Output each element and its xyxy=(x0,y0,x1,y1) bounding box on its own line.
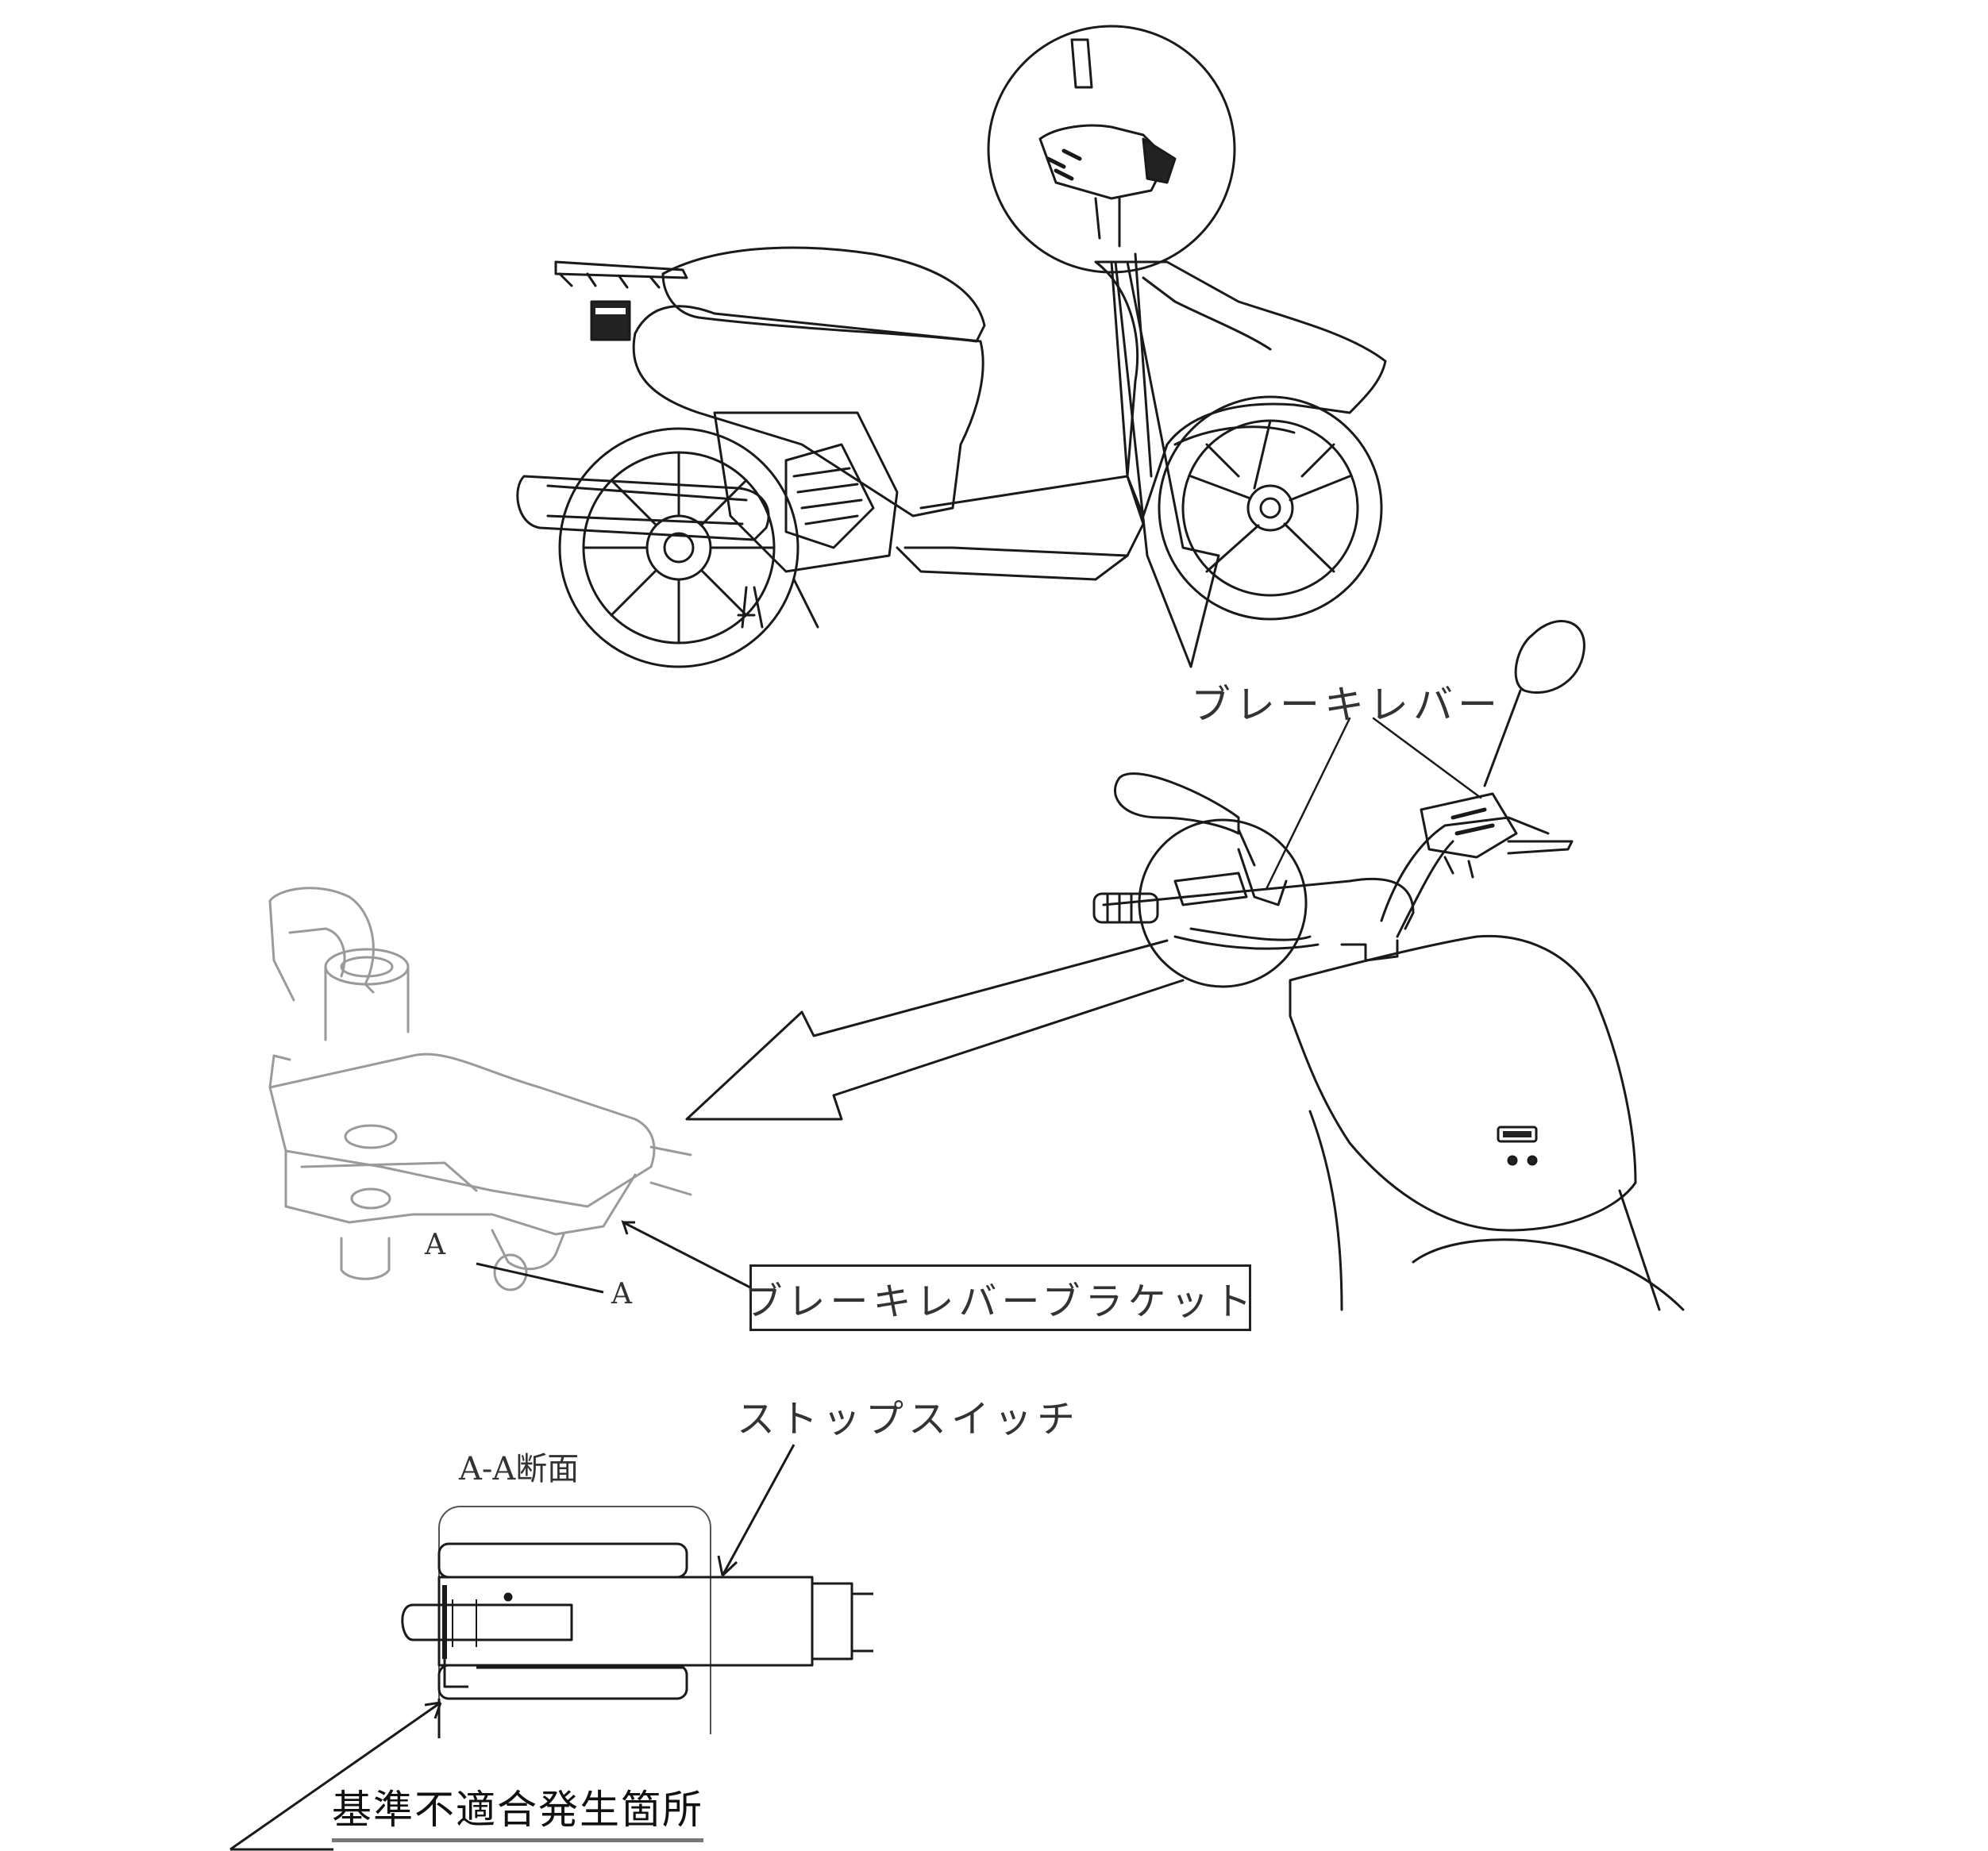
bracket-leader-line xyxy=(621,1219,751,1289)
section-a-a-title: A-A断面 xyxy=(459,1451,580,1487)
section-mark-a-left: A xyxy=(425,1229,445,1261)
bracket-illustration xyxy=(268,887,692,1291)
scooter-illustration xyxy=(516,25,1387,668)
handlebar-illustration xyxy=(685,620,1685,1311)
brake-lever-label: ブレーキレバー xyxy=(1191,682,1502,728)
defect-leader-line xyxy=(229,1701,442,1851)
brake-lever-bracket-label: ブレーキレバーブラケット xyxy=(744,1264,1252,1331)
stop-switch-leader-line xyxy=(717,1444,796,1577)
section-view xyxy=(401,1506,873,1738)
defect-location-label: 基準不適合発生箇所 xyxy=(332,1778,703,1842)
stop-switch-label: ストップスイッチ xyxy=(737,1397,1081,1441)
section-line-a-a xyxy=(476,1262,604,1294)
section-mark-a-right: A xyxy=(611,1278,632,1310)
